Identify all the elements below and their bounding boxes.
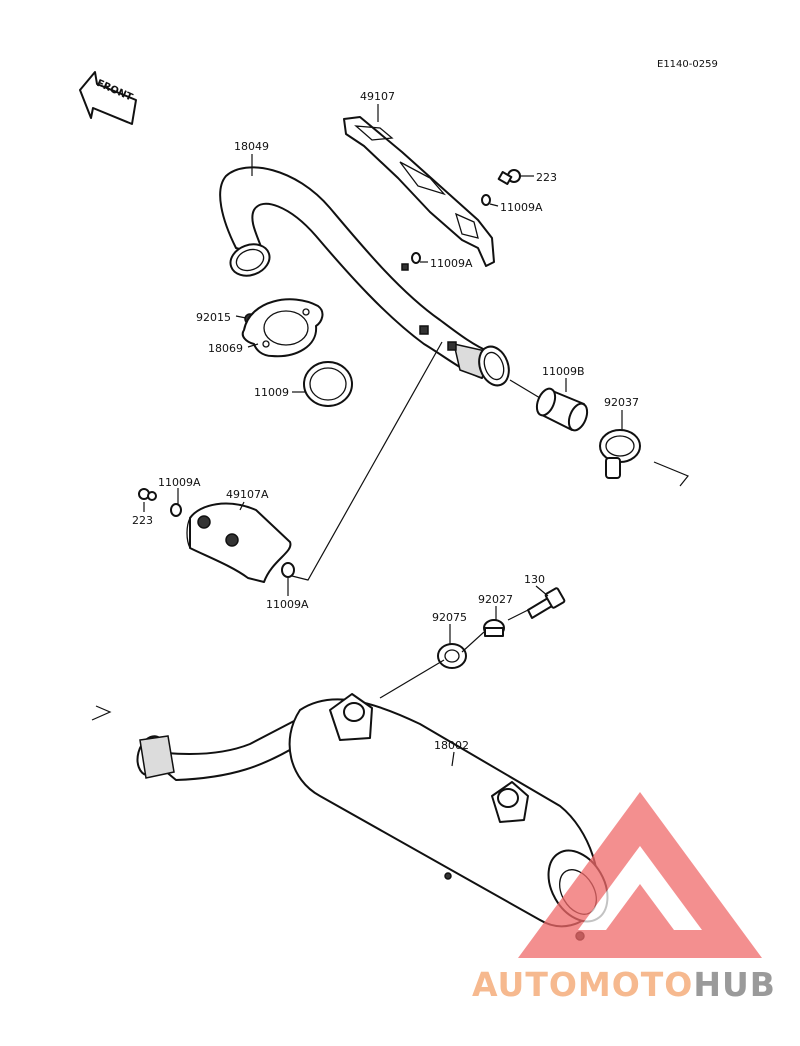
clamp-92037: [599, 429, 641, 479]
leader-11009a-top: [489, 203, 499, 207]
label-130: 130: [524, 573, 545, 586]
label-11009: 11009: [254, 386, 289, 399]
label-11009a-mid: 11009A: [430, 257, 473, 270]
front-arrow-icon: FRONT: [79, 71, 137, 125]
label-18049: 18049: [234, 140, 269, 153]
connector-11009b: [535, 387, 589, 432]
collar-92027: [483, 619, 505, 637]
leader-collar: [461, 609, 529, 653]
extension-line-left: [91, 705, 112, 721]
gasket-ring-11009: [303, 361, 353, 407]
leader-92015: [235, 315, 247, 319]
washer-11009a-bottom: [281, 562, 295, 578]
bolt-223-top: [497, 169, 521, 185]
washer-11009a-mid: [411, 252, 421, 264]
bolt-223-left: [138, 488, 157, 501]
diagram-code: E1140-0259: [657, 59, 718, 70]
muffler-18002: [136, 693, 609, 941]
label-92027: 92027: [478, 593, 513, 606]
washer-11009a-top: [481, 194, 491, 206]
leader-grommet: [379, 659, 445, 699]
leader-connector: [509, 379, 541, 399]
grommet-92075: [437, 643, 467, 669]
washer-11009a-left: [170, 503, 182, 517]
watermark-word-a: AUTOMOTO: [472, 965, 693, 1004]
flange-18069: [241, 298, 324, 358]
label-49107a: 49107A: [226, 488, 269, 501]
label-49107: 49107: [360, 90, 395, 103]
watermark-logo: [518, 792, 762, 958]
leader-49107a: [239, 501, 245, 511]
exhaust-pipe-18049: [219, 166, 510, 387]
label-92037: 92037: [604, 396, 639, 409]
watermark-text: AUTOMOTOHUB: [472, 965, 776, 1004]
label-11009a-top: 11009A: [500, 201, 543, 214]
label-223-top: 223: [536, 171, 557, 184]
label-11009a-bottom: 11009A: [266, 598, 309, 611]
label-11009a-left: 11009A: [158, 476, 201, 489]
leader-line: [291, 341, 443, 581]
heat-shield-49107a: [186, 502, 292, 583]
heat-shield-49107: [343, 116, 495, 267]
label-18002: 18002: [434, 739, 469, 752]
label-223-left: 223: [132, 514, 153, 527]
extension-line-right: [653, 461, 689, 487]
label-92015: 92015: [196, 311, 231, 324]
bolt-130: [527, 587, 566, 619]
leader-18002: [451, 751, 455, 767]
leader-18069: [247, 343, 259, 348]
leader-130: [535, 585, 549, 597]
label-18069: 18069: [208, 342, 243, 355]
label-92075: 92075: [432, 611, 467, 624]
label-11009b: 11009B: [542, 365, 585, 378]
watermark-word-b: HUB: [693, 965, 776, 1004]
